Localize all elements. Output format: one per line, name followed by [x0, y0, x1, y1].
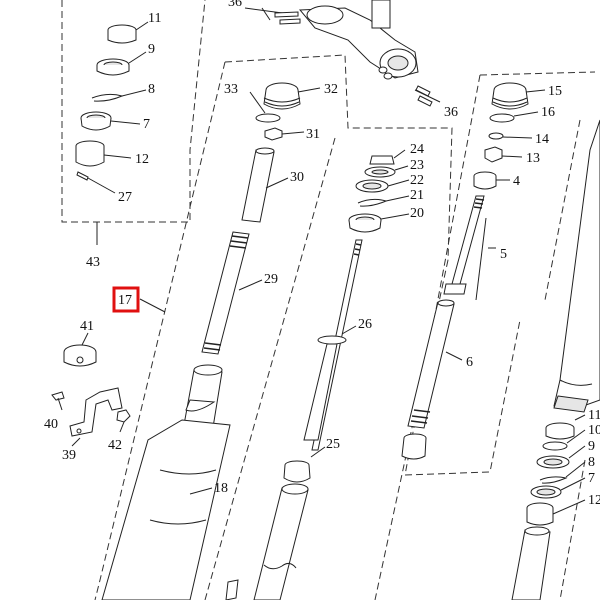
callout-40: 40 [44, 417, 58, 432]
part-right-lower-tube [511, 526, 551, 600]
group-17-boundary [94, 54, 453, 600]
part-9-right-seal [536, 445, 586, 469]
part-inner-tube-lower [225, 483, 309, 600]
part-26-rod [303, 239, 363, 451]
part-27-pin [76, 171, 116, 194]
part-6-damper-rod [407, 299, 463, 429]
part-15-cap [491, 82, 546, 110]
callout-6: 6 [466, 355, 473, 370]
part-6-lower-sleeve [401, 433, 427, 460]
part-4-spacer [473, 171, 510, 190]
callout-16: 16 [541, 105, 555, 120]
callout-24: 24 [410, 142, 424, 157]
callout-12-right: 12 [588, 493, 600, 508]
callout-7-right: 7 [588, 471, 595, 486]
part-11-cap [107, 21, 149, 44]
callout-32: 32 [324, 82, 338, 97]
callout-7: 7 [143, 117, 150, 132]
callout-17-highlight [112, 286, 140, 313]
part-20-bushing [348, 213, 410, 233]
part-8-right-ring [539, 461, 586, 484]
callout-43: 43 [86, 255, 100, 270]
callout-labels: 36 36 11 9 8 7 12 27 43 33 32 31 30 29 1… [44, 0, 600, 508]
part-14-washer [488, 132, 533, 140]
part-7-bushing [80, 111, 141, 131]
part-5-rod [443, 195, 496, 301]
callout-18: 18 [214, 481, 228, 496]
part-18-outer-tube [101, 364, 231, 600]
part-13-nut [484, 146, 523, 163]
part-10-right-washer [542, 429, 586, 451]
callout-26: 26 [358, 317, 372, 332]
callout-31: 31 [306, 127, 320, 142]
part-12-right-sleeve [526, 499, 586, 526]
callout-17: 17 [118, 293, 132, 308]
part-42-nut [116, 409, 131, 433]
callout-22: 22 [410, 173, 424, 188]
callout-14: 14 [535, 132, 549, 147]
callout-12: 12 [135, 152, 149, 167]
callout-41: 41 [80, 319, 94, 334]
callout-8: 8 [148, 82, 155, 97]
part-16-oring [489, 111, 539, 123]
part-31-nut [264, 127, 305, 141]
part-30-tube [241, 147, 289, 223]
callout-36-top: 36 [228, 0, 242, 10]
callout-29: 29 [264, 272, 278, 287]
part-29-damper-rod [201, 231, 263, 355]
part-9-seal [96, 51, 147, 76]
callout-42: 42 [108, 438, 122, 453]
callout-5: 5 [500, 247, 507, 262]
callout-33: 33 [224, 82, 238, 97]
part-21-ring [357, 195, 410, 207]
callout-25: 25 [326, 437, 340, 452]
callout-21: 21 [410, 188, 424, 203]
leader-17 [139, 298, 166, 313]
group-43-boundary [61, 0, 206, 223]
part-23-washer [364, 165, 409, 178]
callout-13: 13 [526, 151, 540, 166]
callout-23: 23 [410, 158, 424, 173]
callout-15: 15 [548, 84, 562, 99]
part-22-seal [355, 179, 410, 193]
callout-27: 27 [118, 190, 132, 205]
callout-9-right: 9 [588, 439, 595, 454]
part-25-spacer [283, 446, 326, 483]
part-39-bracket [69, 387, 123, 447]
callout-9: 9 [148, 42, 155, 57]
callout-10-right: 10 [588, 423, 600, 438]
part-12-sleeve [75, 140, 132, 167]
triple-clamp [244, 0, 441, 107]
group-right-boundary [404, 71, 596, 476]
callout-36-right: 36 [444, 105, 458, 120]
callout-11-right: 11 [588, 408, 600, 423]
callout-30: 30 [290, 170, 304, 185]
part-right-fork-leg [553, 119, 600, 413]
callout-11: 11 [148, 11, 161, 26]
part-33-oring [249, 91, 281, 123]
part-40-screw [51, 391, 65, 411]
group-far-right-boundary [544, 119, 586, 600]
part-24-cap [369, 149, 406, 165]
part-7-right-bushing [530, 477, 586, 499]
callout-8-right: 8 [588, 455, 595, 470]
callout-39: 39 [62, 448, 76, 463]
part-41-cap [63, 332, 97, 367]
part-32-cap [263, 82, 321, 110]
callout-4: 4 [513, 174, 520, 189]
part-11-right-cap [545, 414, 586, 440]
part-8-ring [91, 89, 147, 102]
callout-20: 20 [410, 206, 424, 221]
